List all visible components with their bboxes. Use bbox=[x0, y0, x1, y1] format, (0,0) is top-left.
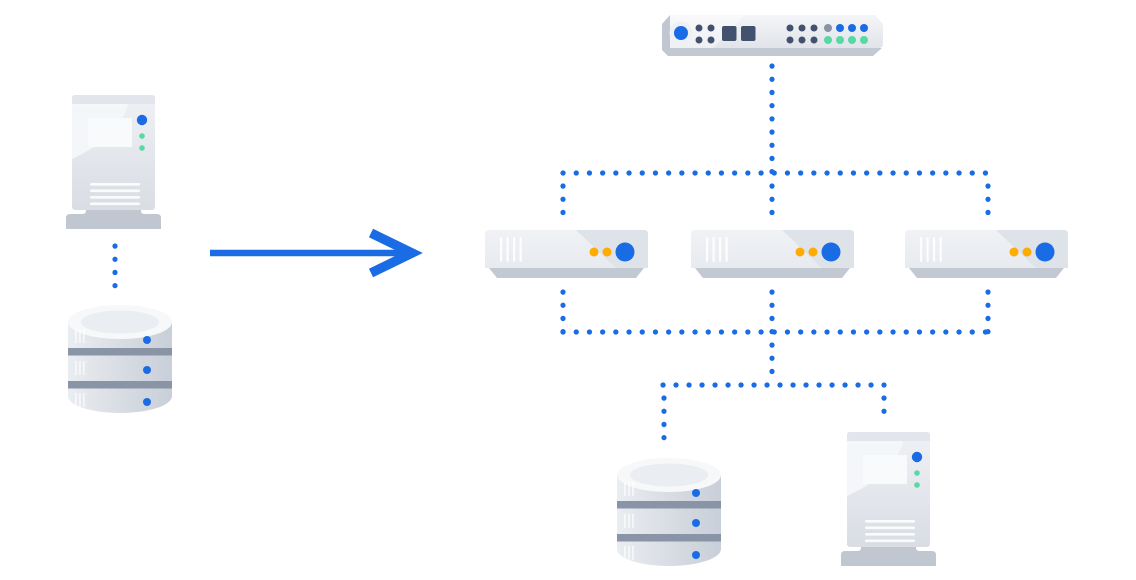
cluster-connectors bbox=[560, 63, 991, 441]
status-led-blue-icon bbox=[860, 24, 868, 32]
status-led-gray-icon bbox=[824, 24, 832, 32]
switch-led-blue-icon bbox=[674, 26, 688, 40]
status-led-blue-icon bbox=[848, 24, 856, 32]
cluster-node-2 bbox=[691, 230, 854, 278]
cluster-node-3 bbox=[905, 230, 1068, 278]
switch-status-lights bbox=[824, 24, 868, 44]
cluster-node-1 bbox=[485, 230, 648, 278]
status-led-green-icon bbox=[824, 36, 832, 44]
primary-database bbox=[68, 305, 172, 413]
status-led-green-icon bbox=[836, 36, 844, 44]
shared-database bbox=[617, 458, 721, 566]
load-balancer-switch bbox=[662, 15, 883, 56]
switch-left-face bbox=[662, 15, 676, 56]
status-led-green-icon bbox=[860, 36, 868, 44]
standalone-server bbox=[66, 95, 161, 229]
switch-base bbox=[670, 48, 882, 56]
status-led-blue-icon bbox=[836, 24, 844, 32]
shared-file-server bbox=[841, 432, 936, 566]
switch-port-dots bbox=[695, 24, 818, 44]
arrow-head-icon bbox=[368, 228, 423, 278]
status-led-green-icon bbox=[848, 36, 856, 44]
migration-arrow bbox=[210, 228, 423, 278]
